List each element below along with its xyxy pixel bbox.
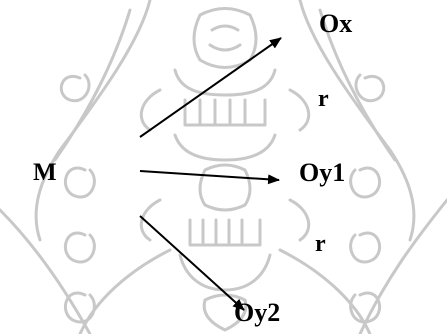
arrow-m-to-ox [139,37,282,138]
target-oy1-label: Oy1 [299,158,346,187]
source-node-label: M [33,159,57,186]
arrow-m-to-oy2 [139,215,245,311]
arrow-m-to-oy1 [139,170,280,185]
separator-upper-label: r [318,86,329,112]
target-oy2-label: Oy2 [234,298,281,327]
separator-lower-label: r [315,231,326,257]
target-ox-label: Ox [319,9,353,38]
